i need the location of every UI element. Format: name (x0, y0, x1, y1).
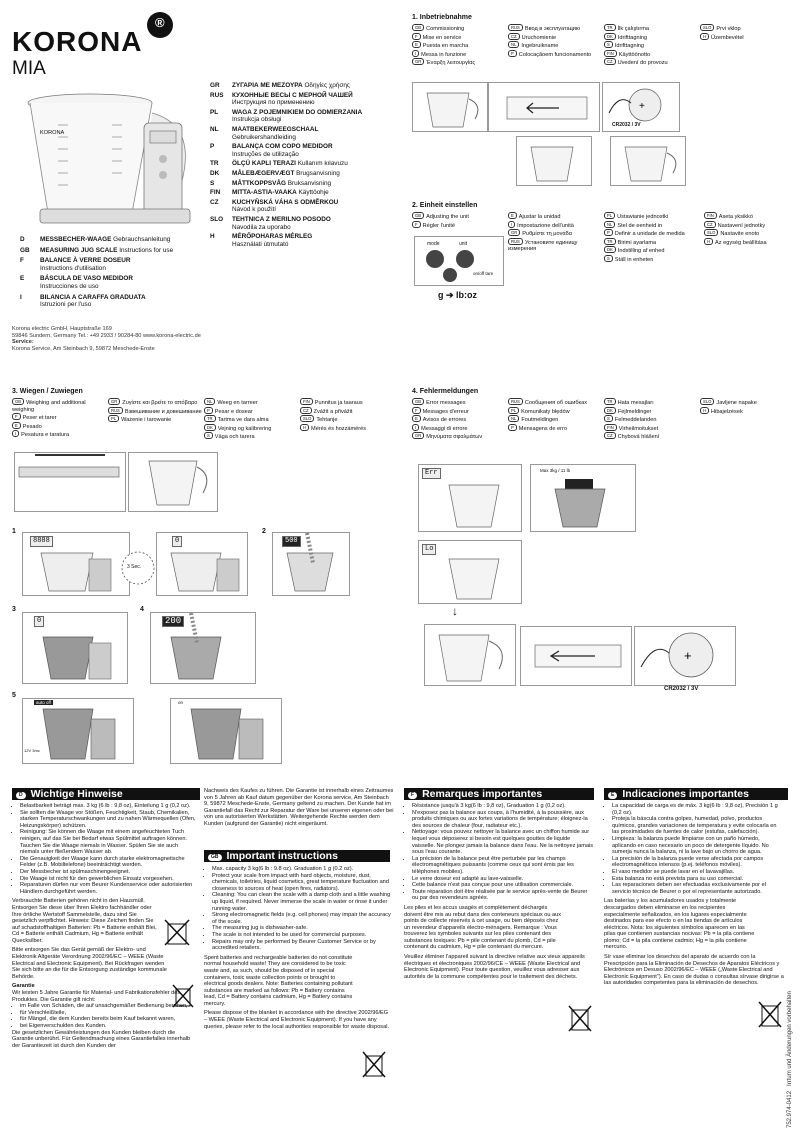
sec4-battery-slide (520, 626, 632, 686)
es-weee-bin-icon (758, 1001, 782, 1028)
mode-button-label: mode (427, 241, 440, 247)
de-battery-bin-icon (164, 919, 190, 946)
jug-illustration (27, 93, 191, 224)
sec4-battery-figure: + (634, 626, 736, 686)
sec3-step5-figure-b (170, 698, 282, 764)
company-address: Korona electric GmbH, Hauptstraße 169 59… (12, 326, 201, 352)
on-button-label: on/off tare (473, 271, 494, 276)
sec2-unit-change: g ➔ lb:oz (438, 290, 478, 300)
step1-lcd: 8888 (30, 536, 53, 547)
step4-lcd: 200 (162, 616, 185, 627)
fr-text: Résistance jusqu'à 3 kg(6 lb : 9,8 oz), … (404, 803, 594, 980)
fr-weee-bin-icon (568, 1005, 592, 1032)
sec3-step1-figure-b (156, 532, 248, 596)
sec3-fig-jug-remove (14, 452, 126, 512)
sec4-jug-figure (424, 624, 516, 686)
section4-title: 4. Fehlermeldungen (412, 388, 479, 395)
sec3-step5-figure-a (22, 698, 134, 764)
step-2-number: 2 (262, 528, 266, 535)
step-4-number: 4 (140, 606, 144, 613)
step-3-number: 3 (12, 606, 16, 613)
jug-volt-label: 12V 3mc (24, 748, 40, 753)
es-text: La capacidad de carga es de máx. 3 kg(6 … (604, 803, 784, 987)
sec1-figure-jug-c (610, 136, 686, 186)
sec1-battery-label: CR2032 / 3V (612, 122, 641, 128)
section2-title: 2. Einheit einstellen (412, 202, 478, 209)
section1-title: 1. Inbetriebnahme (412, 14, 472, 21)
gb-weee-bin-icon (362, 1051, 386, 1078)
sec1-figure-battery-slide (488, 82, 600, 132)
step3-lcd: 0 (34, 616, 45, 627)
down-arrow-icon: ↓ (452, 604, 458, 618)
sec4-max-figure (530, 464, 636, 532)
sec3-fig-jug (128, 452, 218, 512)
svg-text:+: + (684, 648, 692, 663)
brand-logo-circle: ® (147, 12, 173, 38)
section3-title: 3. Wiegen / Zuwiegen (12, 388, 83, 395)
model-name: MIA (12, 58, 46, 79)
sec1-figure-jug-b (516, 136, 592, 186)
three-seconds-label: 3 Sec. (127, 564, 142, 570)
sec4-battery-label: CR2032 / 3V (664, 686, 699, 692)
step1b-lcd: 0 (172, 536, 183, 547)
timer-clock-icon (121, 551, 155, 585)
max-load-label: Max 3kg / 11 lb (540, 468, 571, 473)
sec1-figure-battery: + (602, 82, 680, 132)
unit-button-label: unit (459, 241, 468, 247)
sec3-step2-figure (272, 532, 350, 596)
brand-logo: KORONA (12, 26, 143, 57)
de-weee-bin-icon (172, 984, 194, 1008)
on-label: on (178, 700, 184, 705)
svg-text:+: + (639, 101, 645, 112)
err-lcd: Err (422, 468, 441, 479)
de-text: Belastbarkeit beträgt max. 3 kg (6 lb : … (12, 803, 198, 1049)
jug-brand: KORONA (40, 130, 65, 136)
sec2-panel: mode unit on/off tare (414, 236, 504, 286)
step2-lcd: 500 (282, 536, 301, 547)
de-text-continued: Nachweis des Kaufes zu führen. Die Garan… (204, 788, 394, 827)
lo-lcd: Lo (422, 544, 437, 555)
step-5-number: 5 (12, 692, 16, 699)
auto-off-label: auto off (34, 700, 53, 705)
gb-text: Max. capacity 3 kg(6 lb : 9.8 oz). Gradu… (204, 866, 392, 1030)
sec1-figure-jug (412, 82, 488, 132)
step-1-number: 1 (12, 528, 16, 535)
document-code: 752.974-0412 Irrtum und Änderungen vorbe… (787, 991, 793, 1128)
